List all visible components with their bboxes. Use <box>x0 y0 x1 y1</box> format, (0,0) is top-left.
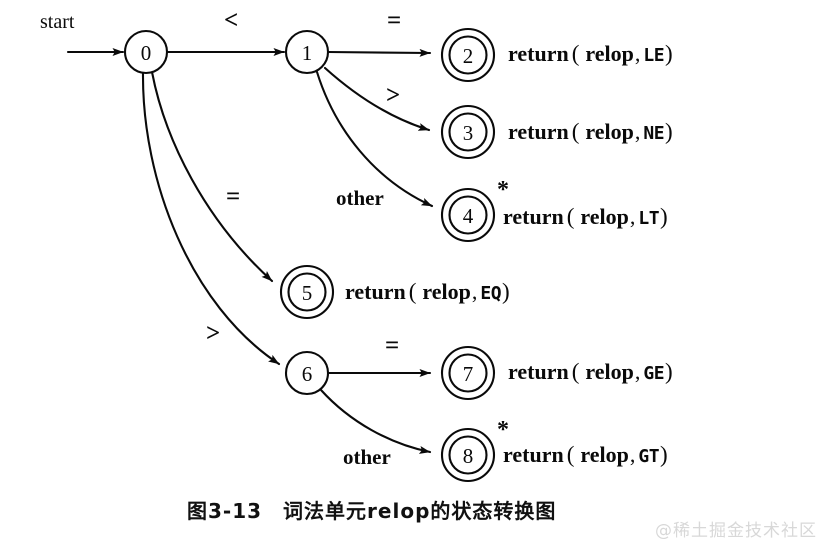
state-node-1: 1 <box>284 29 330 75</box>
retract-star-4: * <box>497 177 509 203</box>
action-keyword-8: return <box>503 442 564 467</box>
action-rparen-7: ) <box>665 359 673 384</box>
state-label-2: 2 <box>463 44 474 68</box>
state-node-2: 2 <box>440 27 496 83</box>
action-arg-4: relop <box>580 204 629 229</box>
watermark: @稀土掘金技术社区 <box>655 521 817 541</box>
action-code-7: GE <box>643 363 665 384</box>
state-label-0: 0 <box>141 41 152 65</box>
transition-label-1-to-3: > <box>386 82 401 109</box>
state-label-5: 5 <box>302 281 313 305</box>
state-label-3: 3 <box>463 121 474 145</box>
action-code-8: GT <box>638 446 660 467</box>
action-keyword-2: return <box>508 41 569 66</box>
state-node-0: 0 <box>123 29 169 75</box>
action-state-7: return(relop,GE) <box>508 360 673 383</box>
action-arg-3: relop <box>585 119 634 144</box>
action-comma-2: , <box>634 41 641 66</box>
state-node-4: 4 <box>440 187 496 243</box>
state-label-8: 8 <box>463 444 474 468</box>
state-node-7: 7 <box>440 345 496 401</box>
action-keyword-7: return <box>508 359 569 384</box>
action-keyword-3: return <box>508 119 569 144</box>
action-lparen-5: ( <box>408 279 417 304</box>
transition-label-1-to-2: = <box>387 7 402 34</box>
action-rparen-3: ) <box>665 119 673 144</box>
transition-label-0-to-6: > <box>206 320 221 347</box>
start-label: start <box>40 11 75 33</box>
transition-label-0-to-5: = <box>226 183 241 210</box>
action-state-4: return(relop,LT) <box>503 205 668 228</box>
state-node-3: 3 <box>440 104 496 160</box>
state-node-5: 5 <box>279 264 335 320</box>
edge-1-to-4 <box>315 70 434 208</box>
action-code-3: NE <box>643 123 665 144</box>
edge-0-to-6 <box>141 71 281 366</box>
action-code-2: LE <box>643 45 665 66</box>
action-code-4: LT <box>638 208 660 229</box>
transition-label-6-to-8: other <box>343 445 391 469</box>
action-keyword-4: return <box>503 204 564 229</box>
state-label-6: 6 <box>302 362 313 386</box>
action-comma-7: , <box>634 359 641 384</box>
action-rparen-2: ) <box>665 41 673 66</box>
action-comma-3: , <box>634 119 641 144</box>
state-label-1: 1 <box>302 41 313 65</box>
action-arg-2: relop <box>585 41 634 66</box>
transition-label-0-to-1: < <box>224 7 239 34</box>
action-comma-8: , <box>629 442 636 467</box>
action-state-5: return(relop,EQ) <box>345 280 510 303</box>
action-rparen-8: ) <box>660 442 668 467</box>
action-arg-8: relop <box>580 442 629 467</box>
states-group: 0 1 2 3 4 <box>123 27 496 483</box>
edge-1-to-3 <box>323 66 431 132</box>
action-comma-4: , <box>629 204 636 229</box>
state-node-8: 8 <box>440 427 496 483</box>
action-lparen-3: ( <box>571 119 580 144</box>
state-node-6: 6 <box>284 350 330 396</box>
action-state-3: return(relop,NE) <box>508 120 673 143</box>
state-label-4: 4 <box>463 204 474 228</box>
action-lparen-7: ( <box>571 359 580 384</box>
action-comma-5: , <box>471 279 478 304</box>
edge-6-to-8 <box>319 388 432 454</box>
action-state-2: return(relop,LE) <box>508 42 673 65</box>
edges-group <box>66 48 434 454</box>
action-state-8: return(relop,GT) <box>503 443 668 466</box>
action-lparen-8: ( <box>566 442 575 467</box>
action-lparen-2: ( <box>571 41 580 66</box>
action-keyword-5: return <box>345 279 406 304</box>
figure-caption: 图3-13 词法单元relop的状态转换图 <box>187 499 557 523</box>
action-arg-5: relop <box>422 279 471 304</box>
transition-label-1-to-4: other <box>336 186 384 210</box>
edge-1-to-2 <box>326 48 432 57</box>
action-arg-7: relop <box>585 359 634 384</box>
action-code-5: EQ <box>480 283 502 304</box>
action-lparen-4: ( <box>566 204 575 229</box>
action-rparen-5: ) <box>502 279 510 304</box>
transition-label-6-to-7: = <box>385 332 400 359</box>
action-rparen-4: ) <box>660 204 668 229</box>
edge-0-to-5 <box>150 70 274 283</box>
retract-star-8: * <box>497 417 509 443</box>
state-label-7: 7 <box>463 362 474 386</box>
